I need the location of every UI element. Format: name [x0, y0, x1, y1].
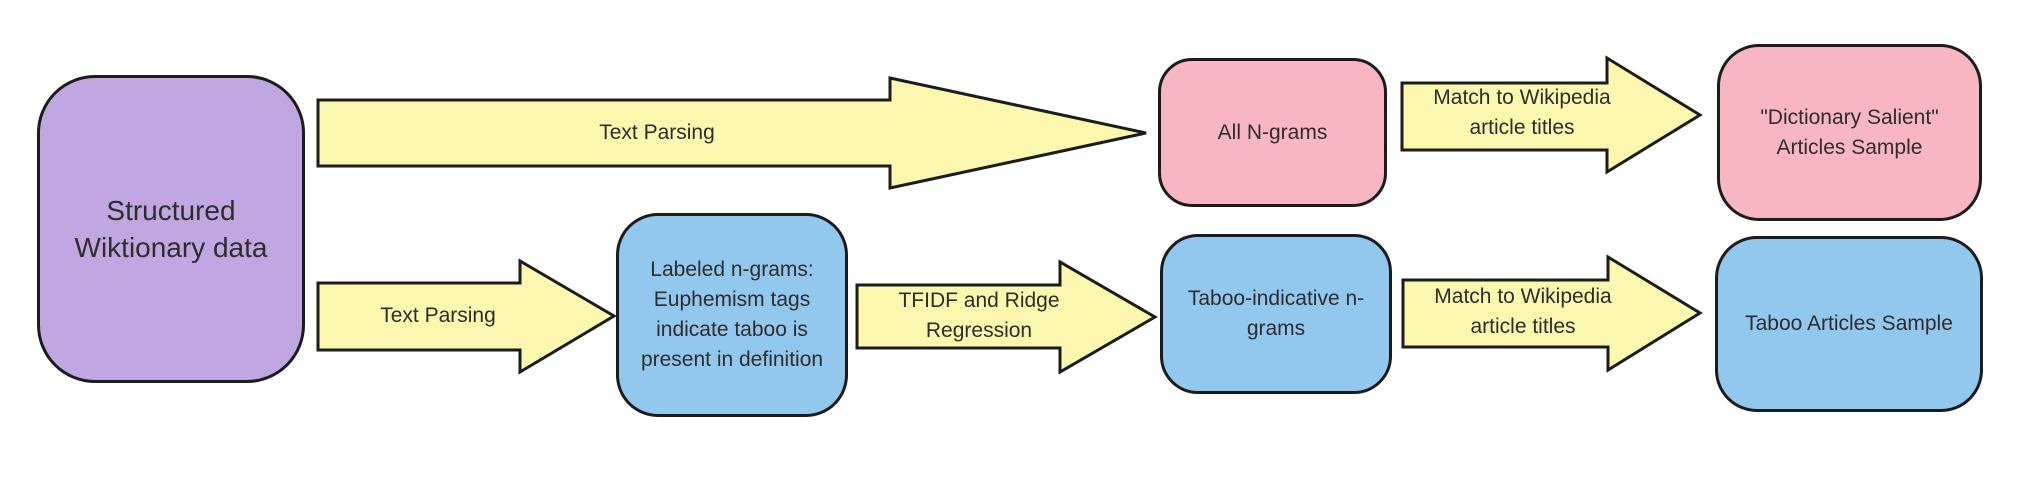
arrow-label-text-parsing-top: Text Parsing [599, 121, 715, 144]
node-dictionary-salient-articles-sample-label: "Dictionary Salient" Articles Sample [1760, 105, 1939, 159]
node-structured-wiktionary-data: Structured Wiktionary data [37, 75, 305, 383]
node-labeled-ngrams: Labeled n-grams: Euphemism tags indicate… [616, 213, 848, 417]
arrow-label-tfidf-ridge-regression: TFIDF and Ridge Regression [898, 289, 1060, 342]
arrow-label-text-parsing-bottom: Text Parsing [380, 304, 496, 327]
arrow-match-to-wikipedia-top [1400, 55, 1703, 175]
arrow-text-parsing-top [316, 76, 1147, 190]
node-all-ngrams-label: All N-grams [1217, 120, 1328, 144]
node-taboo-articles-sample-label: Taboo Articles Sample [1745, 312, 1953, 335]
node-dictionary-salient-articles-sample: "Dictionary Salient" Articles Sample [1717, 44, 1982, 221]
node-taboo-indicative-ngrams-label: Taboo-indicative n- grams [1187, 287, 1365, 340]
node-taboo-articles-sample: Taboo Articles Sample [1715, 236, 1983, 412]
node-structured-wiktionary-data-label: Structured Wiktionary data [74, 195, 268, 263]
node-labeled-ngrams-label: Labeled n-grams: Euphemism tags indicate… [640, 258, 824, 371]
arrow-label-match-to-wikipedia-bottom: Match to Wikipedia article titles [1434, 285, 1612, 338]
node-all-ngrams: All N-grams [1158, 58, 1387, 207]
arrow-tfidf-ridge-regression [855, 259, 1158, 375]
arrow-match-to-wikipedia-bottom [1401, 254, 1703, 373]
node-taboo-indicative-ngrams: Taboo-indicative n- grams [1160, 234, 1392, 394]
arrow-label-match-to-wikipedia-top: Match to Wikipedia article titles [1433, 86, 1611, 139]
arrow-text-parsing-bottom [316, 258, 617, 375]
